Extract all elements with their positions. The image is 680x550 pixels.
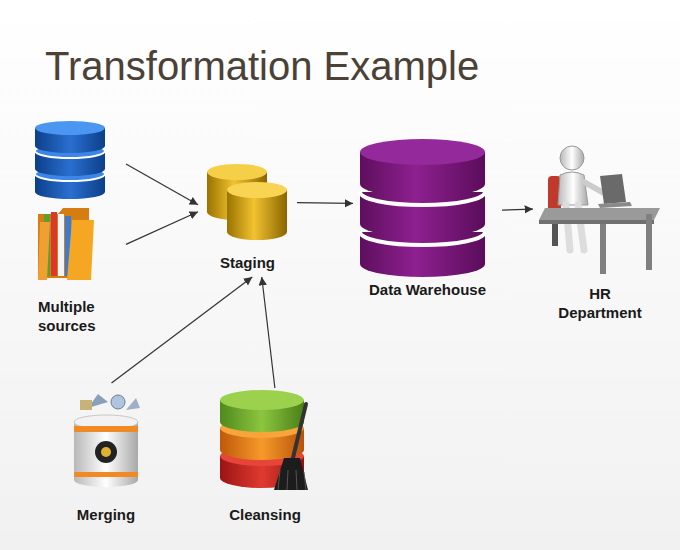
icon-node: Merging: [60, 385, 152, 527]
node-label: Staging: [220, 253, 275, 272]
icon-node: Multiple sources: [30, 115, 124, 338]
icon-node: Data Warehouse: [355, 135, 500, 302]
node-label: Multiple sources: [38, 297, 118, 335]
folder-icon: [38, 208, 94, 280]
icon-node: HR Department: [535, 135, 665, 325]
node-label: Merging: [77, 505, 135, 524]
arrow-connector: [297, 202, 353, 204]
person-at-desk-icon: [539, 146, 660, 274]
arrow-connector: [126, 164, 198, 205]
arrow-connector: [126, 212, 198, 245]
cleansing-icon: [220, 390, 308, 490]
node-label: Data Warehouse: [369, 280, 486, 299]
title: Transformation Example: [45, 44, 479, 89]
staging-icon: [207, 164, 287, 240]
node-label: HR Department: [550, 284, 650, 322]
node-label: Cleansing: [229, 505, 301, 524]
database-icon: [35, 121, 105, 199]
warehouse-icon: [360, 139, 485, 277]
icon-node: Cleansing: [210, 390, 320, 527]
icon-node: Staging: [200, 160, 295, 275]
arrow-connector: [502, 209, 533, 210]
arrow-connector: [262, 277, 275, 388]
merging-icon: [74, 394, 140, 487]
arrow-connector: [112, 277, 253, 383]
